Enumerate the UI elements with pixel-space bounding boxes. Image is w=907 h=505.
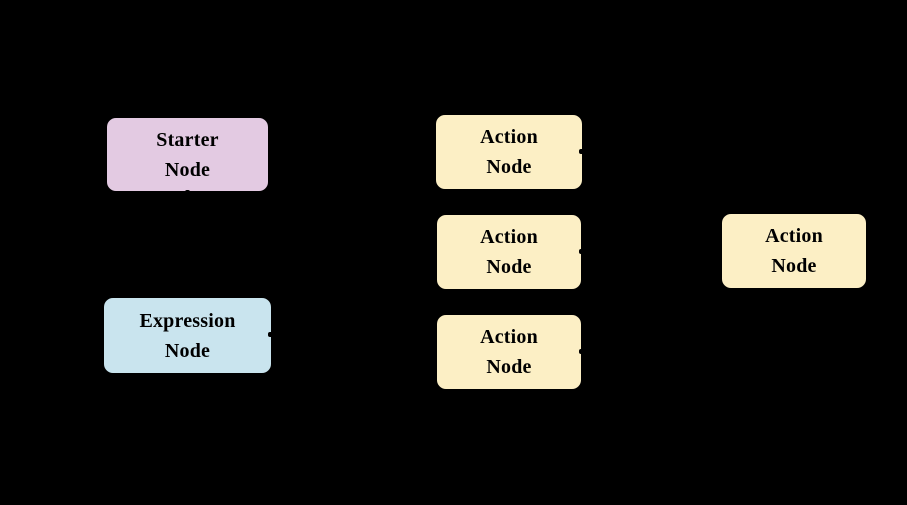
starter-node: Starter Node <box>105 116 270 193</box>
node-label-line1: Starter <box>156 128 219 151</box>
node-label-line2: Node <box>164 158 211 181</box>
connector-dot <box>579 249 584 254</box>
action-node-3: Action Node <box>435 313 583 391</box>
node-label-line1: Action <box>480 326 538 348</box>
node-label-line1: Action <box>480 226 538 248</box>
node-label-line1: Expression <box>139 309 236 332</box>
action-node-4: Action Node <box>720 212 868 290</box>
connector-dot <box>185 190 190 195</box>
node-label-line2: Node <box>486 156 532 178</box>
action-node-1: Action Node <box>434 113 584 191</box>
node-label-line2: Node <box>486 256 532 278</box>
connector-dot <box>184 294 190 297</box>
node-label-line2: Node <box>486 356 532 378</box>
connector-dot <box>579 149 584 154</box>
node-label-line2: Node <box>164 339 211 362</box>
connector-dot <box>579 349 584 354</box>
connector-dot <box>268 332 273 337</box>
expression-node: Expression Node <box>102 296 273 375</box>
node-label-line1: Action <box>480 126 538 148</box>
node-label-line1: Action <box>765 225 823 247</box>
action-node-2: Action Node <box>435 213 583 291</box>
node-label-line2: Node <box>771 255 817 277</box>
